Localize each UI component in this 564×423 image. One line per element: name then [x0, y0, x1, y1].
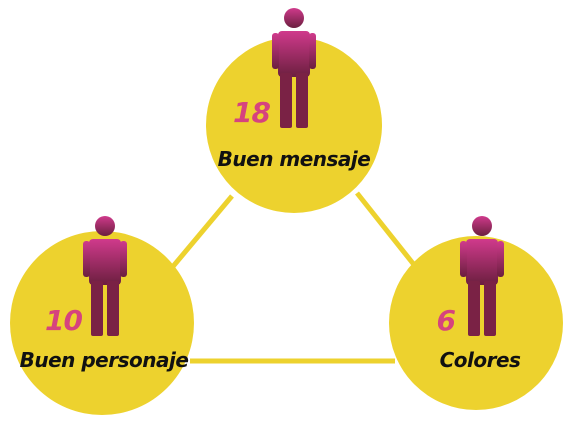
person-icon: [460, 216, 504, 336]
person-icon: [83, 216, 127, 336]
node-circle: [206, 37, 382, 213]
node-buen-personaje: 10 Buen personaje: [10, 216, 194, 415]
node-label: Colores: [440, 348, 521, 372]
node-label: Buen personaje: [20, 348, 189, 372]
node-count: 10: [45, 304, 82, 337]
connectors: [168, 191, 417, 364]
node-colores: 6 Colores: [389, 216, 563, 410]
person-icon: [272, 8, 316, 128]
node-count: 18: [233, 96, 270, 129]
node-buen-mensaje: 18 Buen mensaje: [206, 8, 382, 213]
connector-top-left: [168, 194, 234, 272]
connector-top-right: [355, 191, 417, 268]
node-count: 6: [437, 304, 456, 337]
node-label: Buen mensaje: [218, 147, 371, 171]
